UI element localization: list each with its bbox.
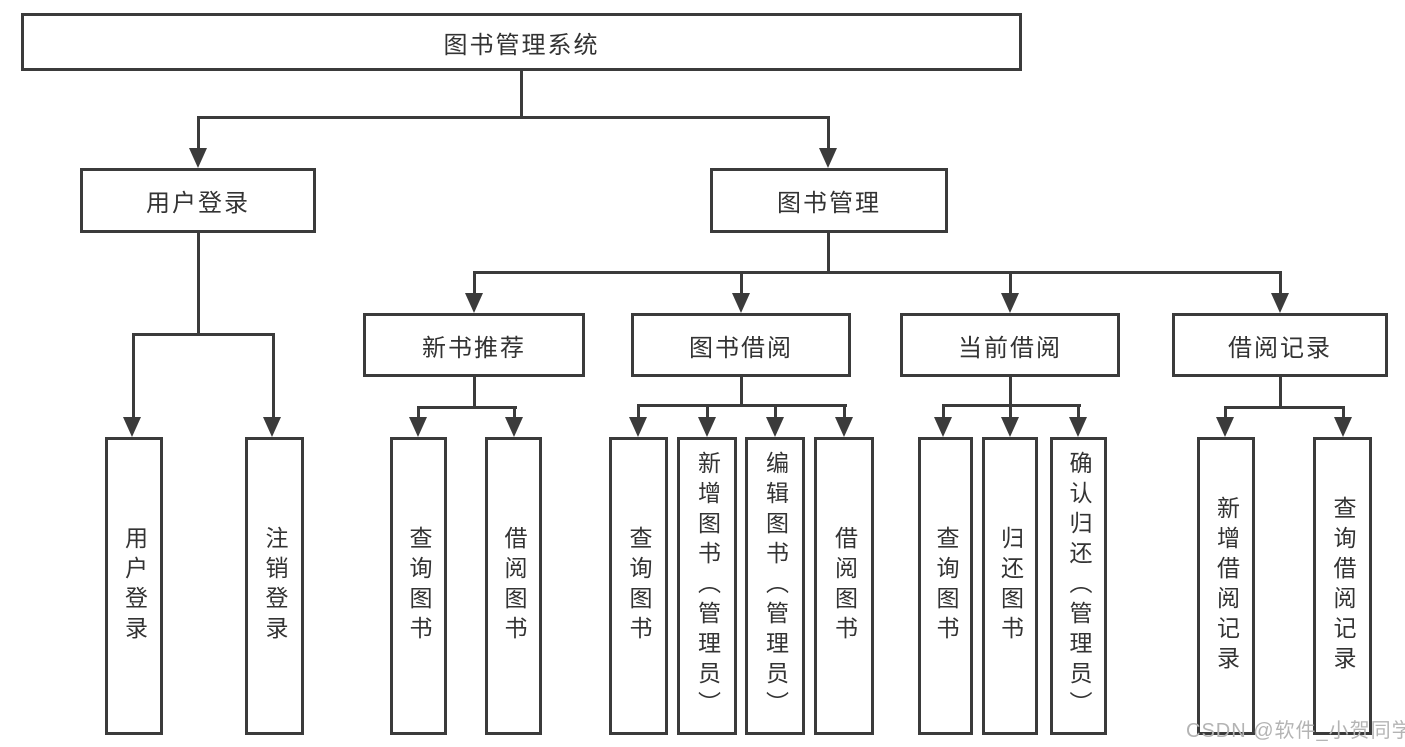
node-book-borrow: 图书借阅	[631, 313, 851, 377]
arrowhead-icon	[505, 417, 523, 437]
leaf-confirm-return-admin: 确认归还（管理员）	[1050, 437, 1107, 735]
connector-line	[942, 404, 945, 419]
node-new-book-recommend: 新书推荐	[363, 313, 585, 377]
connector-line	[473, 271, 1282, 274]
arrowhead-icon	[263, 417, 281, 437]
arrowhead-icon	[835, 417, 853, 437]
connector-line	[637, 404, 847, 407]
arrowhead-icon	[766, 417, 784, 437]
arrowhead-icon	[698, 417, 716, 437]
arrowhead-icon	[1069, 417, 1087, 437]
connector-line	[197, 232, 200, 336]
connector-line	[706, 404, 709, 419]
arrowhead-icon	[1001, 417, 1019, 437]
leaf-borrow-book-2: 借阅图书	[814, 437, 874, 735]
connector-line	[132, 333, 135, 419]
connector-line	[473, 377, 476, 409]
connector-line	[132, 333, 275, 336]
leaf-add-book-admin: 新增图书（管理员）	[677, 437, 737, 735]
leaf-query-book-1: 查询图书	[390, 437, 447, 735]
arrowhead-icon	[1271, 293, 1289, 313]
connector-line	[197, 116, 830, 119]
connector-line	[513, 406, 516, 420]
connector-line	[827, 232, 830, 274]
connector-line	[827, 116, 830, 152]
arrowhead-icon	[189, 148, 207, 168]
connector-line	[1009, 377, 1012, 407]
leaf-edit-book-admin: 编辑图书（管理员）	[745, 437, 805, 735]
leaf-logout: 注销登录	[245, 437, 304, 735]
connector-line	[1279, 271, 1282, 297]
node-user-login: 用户登录	[80, 168, 316, 233]
connector-line	[774, 404, 777, 419]
connector-line	[1224, 406, 1227, 420]
connector-line	[637, 404, 640, 419]
leaf-query-book-3: 查询图书	[918, 437, 973, 735]
connector-line	[1342, 406, 1345, 420]
connector-line	[1224, 406, 1345, 409]
arrowhead-icon	[934, 417, 952, 437]
connector-line	[740, 377, 743, 407]
arrowhead-icon	[409, 417, 427, 437]
arrowhead-icon	[465, 293, 483, 313]
connector-line	[197, 116, 200, 152]
leaf-query-borrow-record: 查询借阅记录	[1313, 437, 1372, 735]
leaf-query-book-2: 查询图书	[609, 437, 668, 735]
connector-line	[272, 333, 275, 419]
arrowhead-icon	[819, 148, 837, 168]
node-root-library-system: 图书管理系统	[21, 13, 1022, 71]
arrowhead-icon	[1001, 293, 1019, 313]
leaf-return-book: 归还图书	[982, 437, 1038, 735]
connector-line	[417, 406, 517, 409]
node-current-borrow: 当前借阅	[900, 313, 1120, 377]
connector-line	[740, 271, 743, 297]
leaf-add-borrow-record: 新增借阅记录	[1197, 437, 1255, 735]
connector-line	[1279, 377, 1282, 409]
connector-line	[417, 406, 420, 420]
node-borrow-records: 借阅记录	[1172, 313, 1388, 377]
leaf-borrow-book-1: 借阅图书	[485, 437, 542, 735]
connector-line	[520, 70, 523, 118]
arrowhead-icon	[1216, 417, 1234, 437]
node-book-management: 图书管理	[710, 168, 948, 233]
connector-line	[1009, 404, 1012, 419]
csdn-watermark: CSDN @软件_小贺同学	[1186, 720, 1405, 742]
arrowhead-icon	[123, 417, 141, 437]
arrowhead-icon	[732, 293, 750, 313]
connector-line	[473, 271, 476, 297]
arrowhead-icon	[1334, 417, 1352, 437]
connector-line	[843, 404, 846, 419]
arrowhead-icon	[629, 417, 647, 437]
leaf-user-login: 用户登录	[105, 437, 163, 735]
connector-line	[1009, 271, 1012, 297]
connector-line	[1077, 404, 1080, 419]
